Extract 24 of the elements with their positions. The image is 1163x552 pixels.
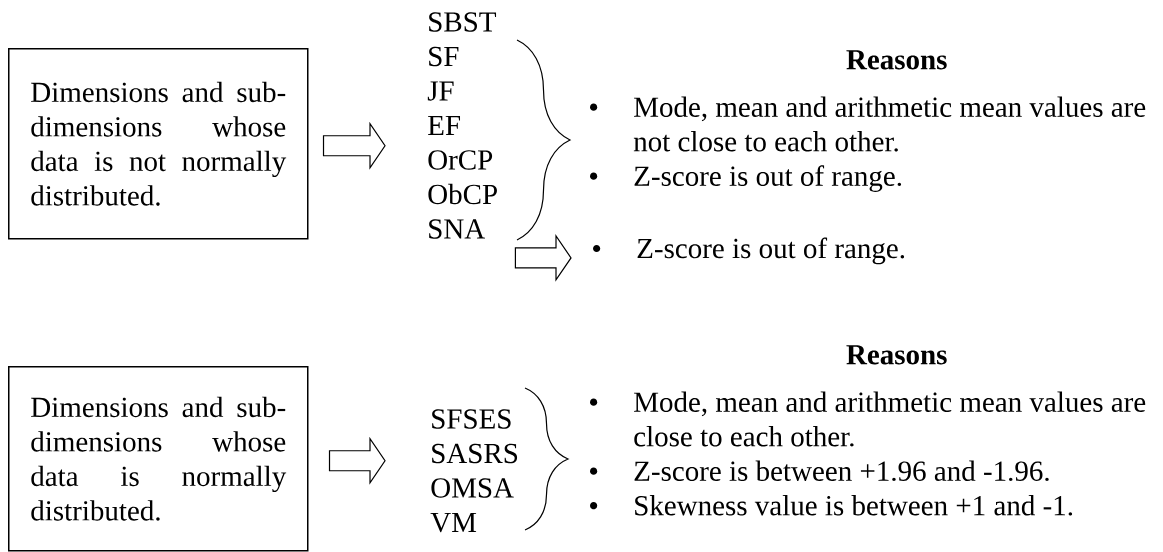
abbreviation: SF (429, 46, 459, 67)
abbreviation: EF (428, 115, 460, 135)
reason-text: Skewness value is between +1 and -1. (635, 495, 1073, 516)
block-arrow (328, 436, 386, 485)
abbreviation: SBST (429, 12, 497, 32)
abbreviation: JF (427, 81, 454, 101)
abbreviation: ObCP (428, 183, 497, 205)
text-box: Dimensions and sub-dimensions whose data is not normally distributed. (8, 48, 309, 240)
block-arrow (322, 121, 386, 170)
reason-text: Mode, mean and arithmetic mean values are close to each other. (634, 391, 1146, 447)
abbreviation: SFSES (432, 409, 511, 429)
abbreviation: VM (430, 512, 477, 533)
reason-text: Z-score is out of range. (634, 165, 902, 192)
block-arrow (514, 233, 572, 282)
heading: Reasons (846, 345, 947, 365)
reason-text: Z-score is between +1.96 and -1.96. (634, 460, 1049, 482)
reason-text: Mode, mean and arithmetic mean values are not close to each other. (633, 96, 1146, 152)
abbreviation: SASRS (432, 443, 518, 464)
abbreviation: OMSA (431, 478, 514, 498)
abbreviation: OrCP (428, 150, 493, 170)
heading: Reasons (846, 50, 947, 70)
reason-text: Z-score is out of range. (637, 237, 905, 265)
text-box: Dimensions and sub-dimensions whose data is normally distributed. (8, 366, 309, 552)
abbreviation: SNA (429, 219, 485, 239)
